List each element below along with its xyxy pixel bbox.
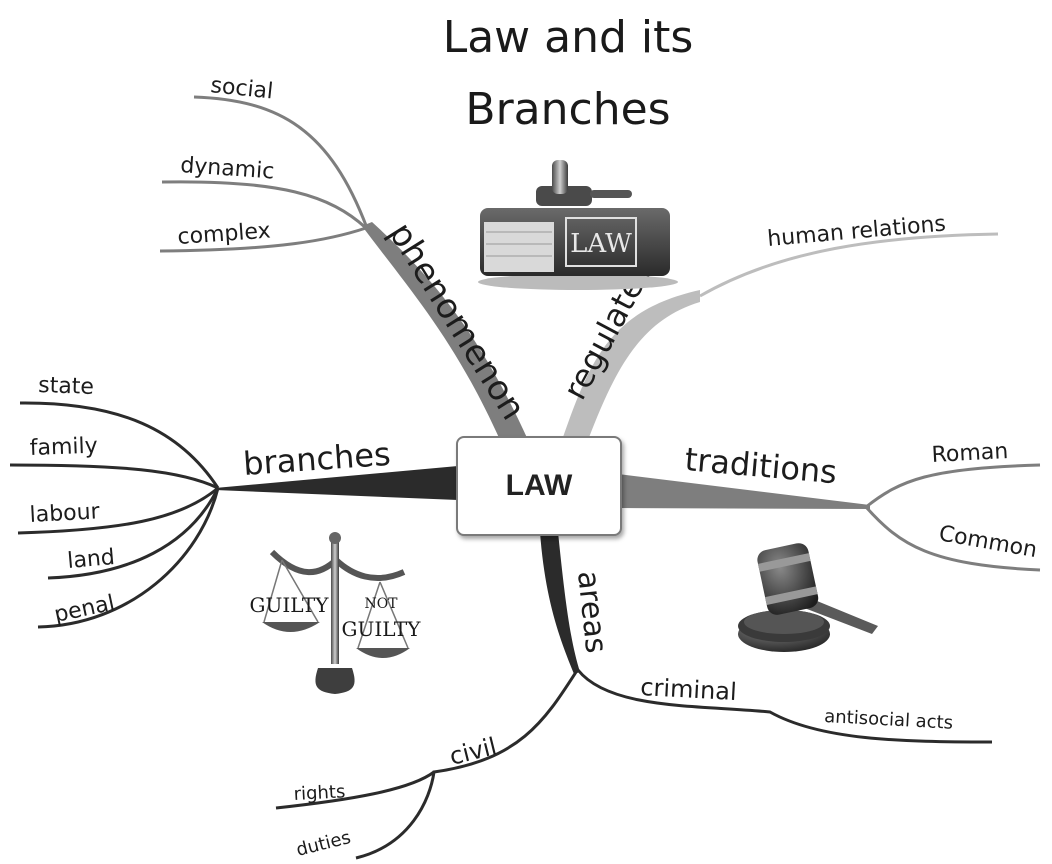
center-node-law: LAW (456, 436, 622, 536)
areas-branch (540, 532, 580, 674)
traditions-twig-roman (865, 463, 1041, 509)
title-line-2: Branches (465, 84, 671, 135)
leaf-antisocial-acts: antisocial acts (824, 706, 954, 734)
branch-label-criminal: criminal (640, 673, 738, 706)
scales-of-justice-icon: GUILTY NOT GUILTY (250, 532, 422, 694)
scales-label-guilty: GUILTY (250, 593, 330, 617)
traditions-branch (618, 474, 870, 509)
leaf-state: state (38, 373, 95, 400)
leaf-complex: complex (177, 219, 272, 250)
law-book-icon: LAW (478, 160, 678, 290)
leaf-common: Common (937, 521, 1039, 563)
branches-branch (215, 466, 458, 500)
regulates-branch (562, 290, 700, 440)
civil-twig-rights (275, 770, 435, 810)
leaf-roman: Roman (931, 439, 1009, 468)
title-line-1: Law and its (442, 12, 694, 63)
branches-twig-labour (17, 486, 219, 535)
leaf-penal: penal (52, 591, 117, 628)
branches-twig-family (9, 463, 219, 490)
leaf-rights: rights (293, 781, 346, 805)
branches-twig-state (19, 401, 220, 489)
leaf-labour: labour (29, 499, 101, 528)
traditions-twig-common (864, 505, 1041, 572)
branch-label-traditions: traditions (683, 440, 838, 491)
gavel-icon (738, 543, 878, 652)
criminal-twig (576, 669, 993, 744)
branches-twig-penal (37, 487, 220, 629)
leaf-duties: duties (294, 827, 353, 861)
law-book-label: LAW (570, 229, 632, 259)
leaf-land: land (66, 545, 116, 574)
branch-label-civil: civil (447, 732, 500, 771)
scales-label-not-guilty: GUILTY (342, 617, 422, 641)
regulates-twig (699, 232, 999, 298)
phenomenon-branch (362, 222, 528, 440)
phenomenon-twig-dynamic (161, 180, 368, 230)
branches-twig-land (47, 487, 220, 580)
scales-label-not: NOT (364, 596, 398, 612)
phenomenon-twig-complex (159, 226, 367, 253)
branch-label-areas: areas (570, 569, 613, 655)
leaf-family: family (29, 434, 98, 461)
leaf-dynamic: dynamic (180, 153, 276, 185)
civil-twig (355, 671, 578, 860)
phenomenon-twig-social (193, 95, 369, 229)
